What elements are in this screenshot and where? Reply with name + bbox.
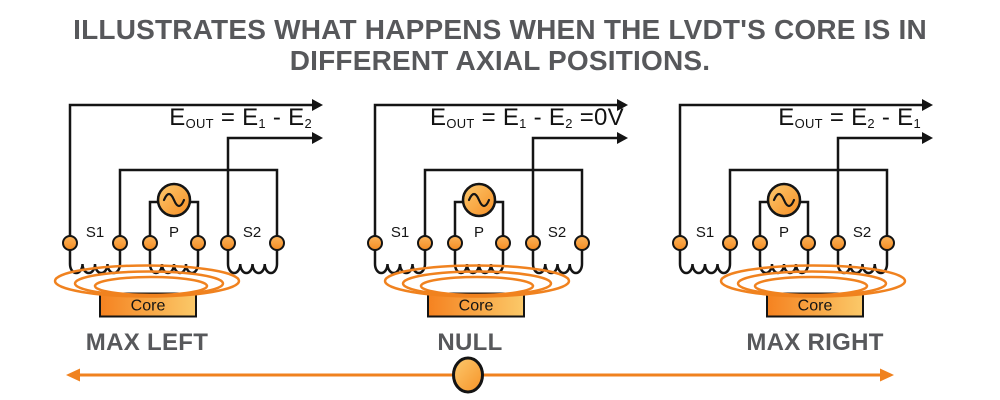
terminal [722, 235, 738, 251]
terminal [142, 235, 158, 251]
s2-label: S2 [243, 224, 261, 241]
output-arrow-1-icon [617, 99, 628, 111]
output-wire-2 [226, 136, 313, 236]
flux-ring [53, 264, 241, 298]
p-label: P [474, 224, 484, 241]
terminal [62, 235, 78, 251]
s1-label: S1 [696, 224, 714, 241]
core-position-slider [66, 356, 894, 394]
output-wire-1 [68, 103, 313, 236]
left-arrow-icon [66, 368, 80, 382]
sine-wave-icon [467, 192, 491, 208]
primary-wires [758, 200, 810, 236]
sine-wave-icon [772, 192, 796, 208]
formula-max-left: EOUT = E1 - E2 [169, 104, 312, 132]
coil-p [453, 250, 505, 275]
coil-s1 [68, 250, 122, 275]
s2-label: S2 [548, 224, 566, 241]
caption-max-left: MAX LEFT [85, 329, 209, 356]
core-label: Core [459, 298, 494, 315]
output-arrow-1-icon [922, 99, 933, 111]
terminal [830, 235, 846, 251]
coil-s2 [531, 250, 584, 275]
flux-ring [93, 275, 209, 297]
primary-wires [453, 200, 505, 236]
terminal [752, 235, 768, 251]
coil-s1 [373, 250, 427, 275]
output-wire-1 [373, 103, 618, 236]
flux-ring [753, 275, 869, 297]
formula-null: EOUT = E1 - E2 =0V [430, 104, 624, 132]
terminal [574, 235, 590, 251]
formula-max-right: EOUT = E2 - E1 [778, 104, 921, 132]
p-label: P [779, 224, 789, 241]
core-box [427, 292, 525, 318]
title-line-1: ILLUSTRATES WHAT HAPPENS WHEN THE LVDT'S… [73, 14, 927, 45]
output-arrow-2-icon [617, 132, 628, 144]
secondary-link-wire [423, 168, 584, 236]
page-title: ILLUSTRATES WHAT HAPPENS WHEN THE LVDT'S… [0, 14, 1000, 77]
terminal [190, 235, 206, 251]
coil-s1 [678, 250, 732, 275]
terminal [525, 235, 541, 251]
core-label: Core [131, 298, 166, 315]
output-arrow-2-icon [312, 132, 323, 144]
right-arrow-icon [880, 368, 894, 382]
terminal [367, 235, 383, 251]
flux-ring [719, 264, 907, 298]
sine-wave-icon [162, 192, 186, 208]
terminal [495, 235, 511, 251]
secondary-link-wire [728, 168, 889, 236]
primary-wires [148, 200, 200, 236]
coil-s2 [226, 250, 279, 275]
terminal [447, 235, 463, 251]
terminal [417, 235, 433, 251]
terminal [800, 235, 816, 251]
circuit-max-right: S1 P S2 Core [672, 99, 933, 318]
core-label: Core [798, 298, 833, 315]
s1-label: S1 [86, 224, 104, 241]
core-box [99, 292, 197, 318]
terminal [269, 235, 285, 251]
s2-label: S2 [853, 224, 871, 241]
slider-handle [452, 356, 484, 394]
coil-p [148, 250, 200, 275]
output-arrow-1-icon [312, 99, 323, 111]
caption-max-right: MAX RIGHT [746, 329, 884, 356]
circuit-max-left: S1 P S2 Core [53, 99, 323, 318]
caption-null: NULL [437, 329, 503, 356]
core-box [766, 292, 864, 318]
output-arrow-2-icon [922, 132, 933, 144]
output-wire-1 [678, 103, 923, 236]
title-line-2: DIFFERENT AXIAL POSITIONS. [289, 45, 711, 77]
s1-label: S1 [391, 224, 409, 241]
output-wire-2 [531, 136, 618, 236]
terminal [672, 235, 688, 251]
circuit-null: S1 P S2 Core [367, 99, 628, 318]
coil-p [758, 250, 810, 275]
terminal [879, 235, 895, 251]
flux-ring [419, 275, 535, 297]
output-wire-2 [836, 136, 923, 236]
p-label: P [169, 224, 179, 241]
terminal [220, 235, 236, 251]
terminal [112, 235, 128, 251]
secondary-link-wire [118, 168, 279, 236]
